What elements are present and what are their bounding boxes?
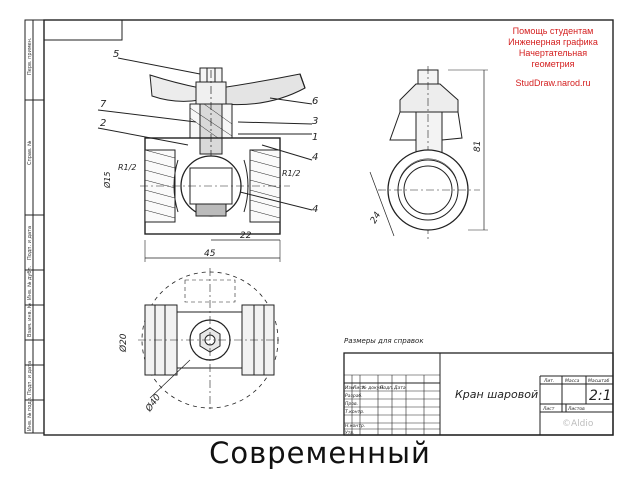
label-part-1: 1 <box>312 132 318 143</box>
stamp-text-1: Справ. № <box>27 140 33 165</box>
tb-col-date: Дата <box>393 385 406 391</box>
dim-d40-label: Ø40 <box>143 392 163 415</box>
tb-col-doc: № докум. <box>361 385 384 391</box>
diameter-label: Ø15 <box>102 172 112 189</box>
dim-45-label: 45 <box>204 249 216 259</box>
stamp-text-0: Перв. примен. <box>27 37 33 75</box>
header-line-3: Начертательная геометрия <box>518 48 588 69</box>
tb-row-razrab: Разраб. <box>345 393 363 399</box>
tb-col-lit: Лит. <box>543 378 554 384</box>
tb-col-sheet: Лист <box>542 406 555 412</box>
tb-row-nkontr: Н.контр. <box>345 423 365 429</box>
stamp-text-2: Подп. и дата <box>27 226 33 260</box>
tb-col-sheets: Листов <box>567 406 585 412</box>
watermark: ©Aldio <box>562 419 594 429</box>
slide-caption: Современный <box>209 436 431 470</box>
title-block <box>343 352 614 436</box>
stamp-text-3: Инв. № дубл. <box>27 265 33 300</box>
thread-right-label: R1/2 <box>282 169 300 178</box>
drawing-title: Кран шаровой <box>455 388 538 401</box>
site-link[interactable]: StudDraw.narod.ru <box>515 78 591 88</box>
tb-row-prov: Пров. <box>345 401 358 407</box>
stamp-text-5: Подп. и дата <box>27 361 33 395</box>
label-part-4b: 4 <box>312 204 318 215</box>
label-part-4a: 4 <box>312 152 318 163</box>
drawing-scale: 2:1 <box>589 388 612 404</box>
left-margin-stamp <box>24 19 45 434</box>
tb-col-list: Лист <box>352 385 365 391</box>
tb-row-tkontr: Т.контр. <box>345 409 365 415</box>
doc-code-box <box>43 19 123 41</box>
stamp-text-4: Взам. инв. № <box>27 302 33 337</box>
reference-note: Размеры для справок <box>344 337 424 345</box>
tb-col-sign: Подп. <box>380 385 394 391</box>
top-view <box>138 268 282 410</box>
front-section-view <box>97 57 313 262</box>
thread-left-label: R1/2 <box>118 163 136 172</box>
dim-22-label: 22 <box>240 231 252 241</box>
tb-row-utv: Утв. <box>345 430 354 436</box>
label-part-3: 3 <box>312 116 318 127</box>
dim-24-label: 24 <box>369 210 384 225</box>
side-view <box>369 66 488 240</box>
tb-col-scale: Масштаб <box>588 378 610 384</box>
stamp-text-6: Инв. № подл. <box>27 396 33 431</box>
help-header: Помощь студентам Инженерная графика Наче… <box>498 26 608 89</box>
label-part-5: 5 <box>113 49 119 60</box>
tb-col-izm: Изм <box>345 385 355 391</box>
header-line-1: Помощь студентам <box>512 26 594 36</box>
label-part-6: 6 <box>312 96 318 107</box>
dim-81-label: 81 <box>473 141 483 152</box>
header-line-2: Инженерная графика <box>508 37 598 47</box>
tb-col-mass: Масса <box>565 378 580 384</box>
dim-d20-label: Ø20 <box>118 333 129 353</box>
label-part-7: 7 <box>100 99 107 110</box>
label-part-2: 2 <box>100 118 106 129</box>
